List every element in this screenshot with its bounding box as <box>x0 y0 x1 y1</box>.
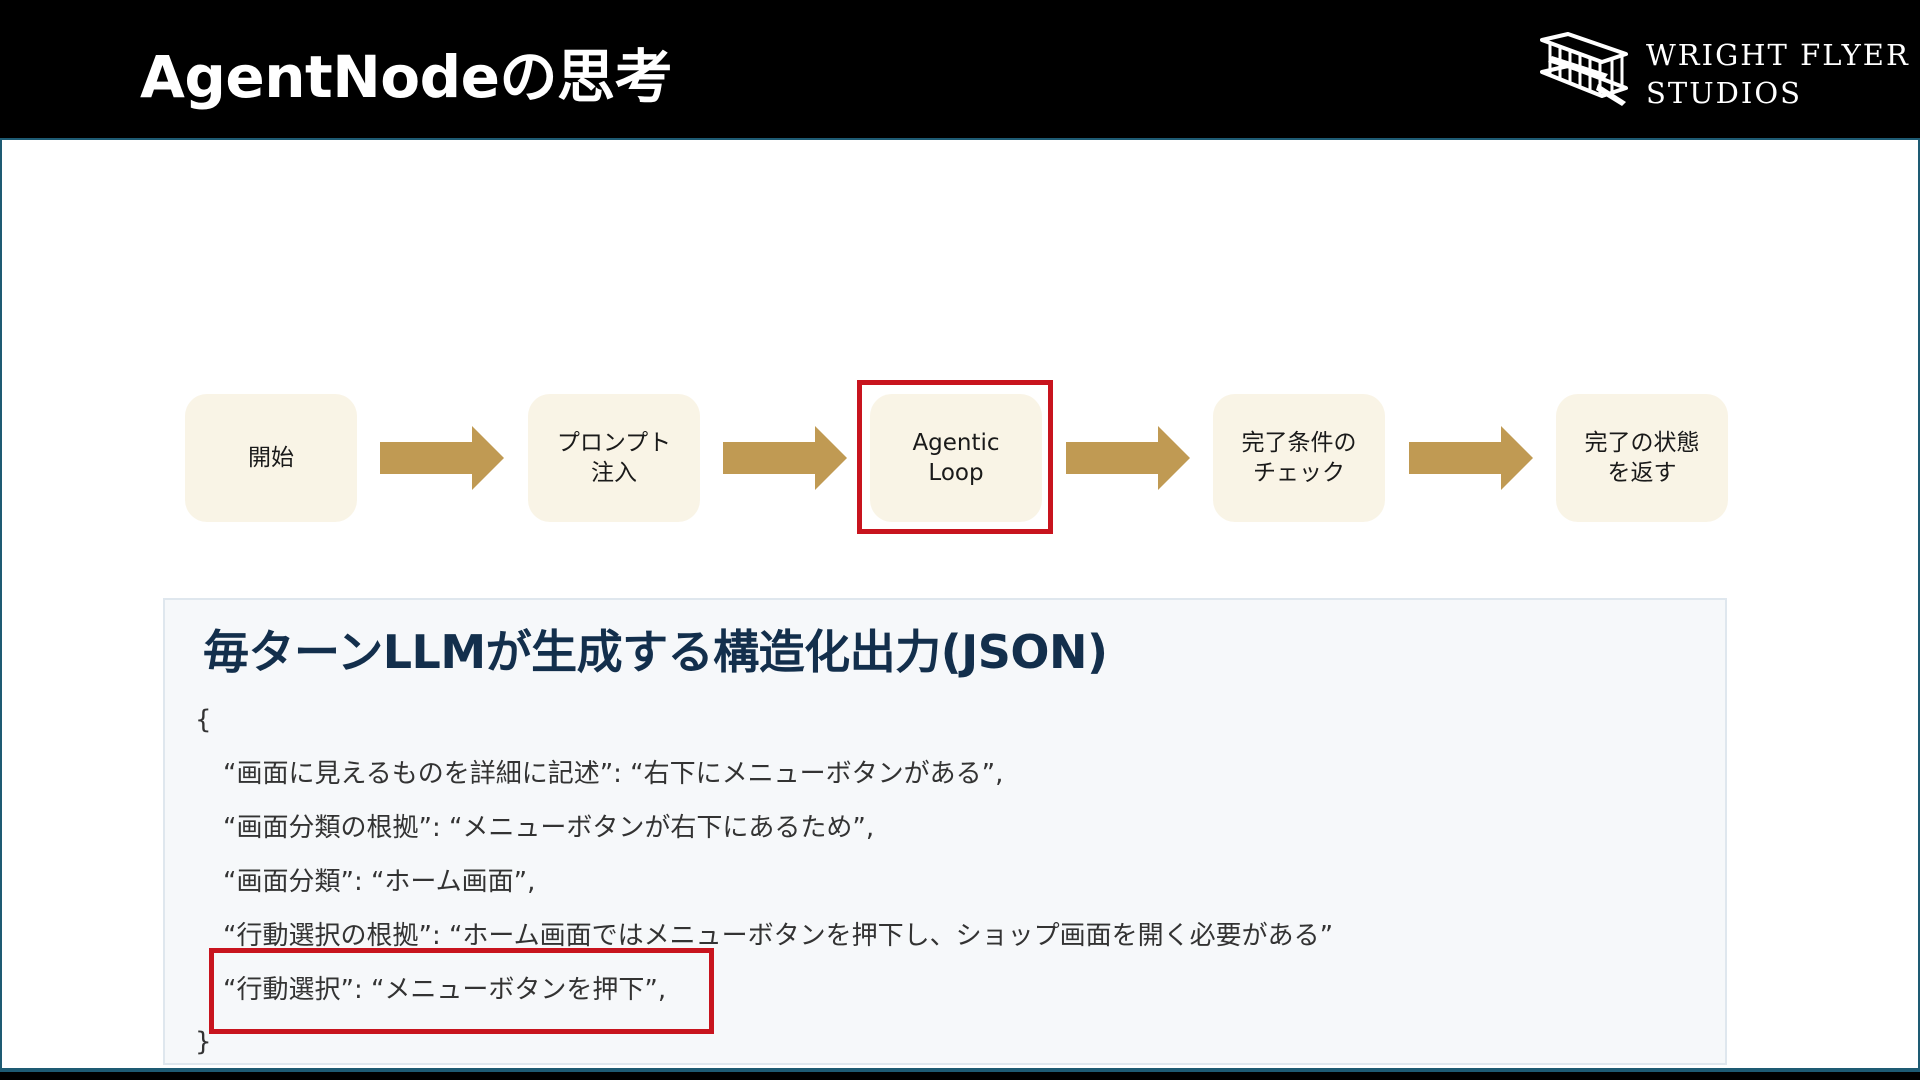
logo-line-1: WRIGHT FLYER <box>1646 38 1910 72</box>
code-line-open-brace: { <box>195 705 212 735</box>
highlight-box-agentic-loop <box>857 380 1053 534</box>
right-arrow-icon <box>723 426 847 490</box>
flow-step-agentic-loop: Agentic Loop <box>870 394 1042 522</box>
header-bar: AgentNodeの思考 WRIGHT FLYER STUDIOS <box>0 0 1920 138</box>
code-line-classification-reason: “画面分類の根拠”: “メニューボタンが右下にあるため”, <box>223 813 875 843</box>
code-line-action-reason: “行動選択の根拠”: “ホーム画面ではメニューボタンを押下し、ショップ画面を開く… <box>223 921 1334 951</box>
code-line-screen-classification: “画面分類”: “ホーム画面”, <box>223 867 536 897</box>
code-line-screen-description: “画面に見えるものを詳細に記述”: “右下にメニューボタンがある”, <box>223 759 1004 789</box>
right-arrow-icon <box>1066 426 1190 490</box>
highlight-box-action-selection <box>209 948 714 1034</box>
right-arrow-icon <box>1409 426 1533 490</box>
panel-heading: 毎ターンLLMが生成する構造化出力(JSON) <box>203 625 1108 679</box>
page-title: AgentNodeの思考 <box>140 43 673 111</box>
brand-logo: WRIGHT FLYER STUDIOS <box>1538 28 1908 112</box>
biplane-logo-icon <box>1540 32 1628 106</box>
logo-line-2: STUDIOS <box>1646 76 1802 110</box>
right-arrow-icon <box>380 426 504 490</box>
flow-step-return-state: 完了の状態 を返す <box>1556 394 1728 522</box>
logo-wordmark: WRIGHT FLYER STUDIOS <box>1646 36 1910 112</box>
code-line-action-selection: “行動選択”: “メニューボタンを押下”, <box>223 975 667 1005</box>
code-line-close-brace: } <box>195 1027 212 1057</box>
flow-step-completion-check: 完了条件の チェック <box>1213 394 1385 522</box>
flow-step-start: 開始 <box>185 394 357 522</box>
flow-step-prompt-injection: プロンプト 注入 <box>528 394 700 522</box>
json-output-panel: 毎ターンLLMが生成する構造化出力(JSON) { “画面に見えるものを詳細に記… <box>163 598 1727 1065</box>
slide-body: 開始 プロンプト 注入 Agentic Loop 完了条件の チェック 完了の状… <box>0 138 1920 1072</box>
